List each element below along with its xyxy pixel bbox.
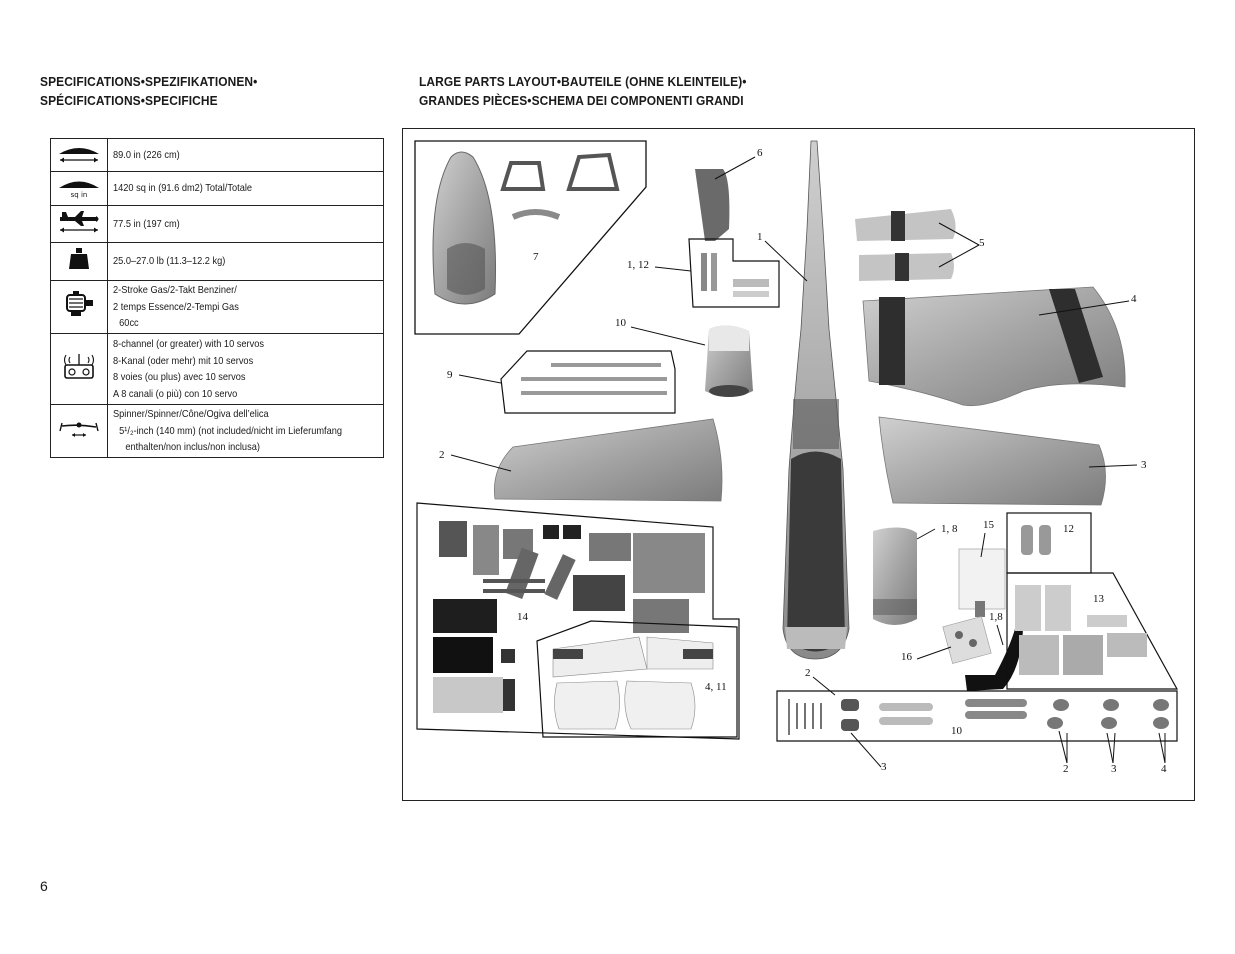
spec-engine-line3: 60cc <box>119 317 139 330</box>
spec-spinner-line1: Spinner/Spinner/Cône/Ogiva dell’elica <box>113 408 269 421</box>
spec-row-spinner: Spinner/Spinner/Cône/Ogiva dell’elica 5¹… <box>50 404 384 458</box>
parts-heading-line2: GRANDES PIÈCES•SCHEMA DEI COMPONENTI GRA… <box>419 93 744 108</box>
spec-row-weight: 25.0–27.0 lb (11.3–12.2 kg) <box>50 242 384 281</box>
stabilizer-part <box>862 286 1126 407</box>
left-wing-part <box>494 418 723 502</box>
callout-label-1-12: 1, 12 <box>627 259 649 271</box>
wing-fairings-group <box>536 620 738 738</box>
spec-row-engine: 2-Stroke Gas/2-Takt Benziner/ 2 temps Es… <box>50 280 384 334</box>
callout-label-13: 13 <box>1093 593 1104 605</box>
spec-spinner-line2: 5¹/₂-inch (140 mm) (not included/nicht i… <box>119 424 343 437</box>
length-icon <box>50 205 108 243</box>
callout-label-5: 5 <box>979 237 985 249</box>
specifications-heading: SPECIFICATIONS•SPEZIFIKATIONEN• SPÉCIFIC… <box>40 72 257 110</box>
spec-row-wing-area: sq in 1420 sq in (91.6 dm2) Total/Totale <box>50 171 384 206</box>
hardware-kit-14-group <box>416 502 740 740</box>
wing-area-icon-text: sq in <box>71 191 88 199</box>
spec-radio-line3: 8 voies (ou plus) avec 10 servos <box>113 371 246 383</box>
spec-weight-text: 25.0–27.0 lb (11.3–12.2 kg) <box>113 255 226 268</box>
wingspan-icon <box>50 138 108 172</box>
spec-engine-line1: 2-Stroke Gas/2-Takt Benziner/ <box>113 284 237 297</box>
elevators-part-group <box>855 209 956 281</box>
fuselage-part <box>782 140 850 660</box>
specifications-heading-line2: SPÉCIFICATIONS•SPECIFICHE <box>40 93 218 108</box>
right-wing-part <box>878 416 1106 506</box>
parts-box-13 <box>1006 572 1179 690</box>
specifications-heading-line1: SPECIFICATIONS•SPEZIFIKATIONEN• <box>40 74 258 89</box>
parts-heading-line1: LARGE PARTS LAYOUT•BAUTEILE (OHNE KLEINT… <box>419 74 747 89</box>
fuel-tank-part <box>958 548 1006 617</box>
wing-tubes-part-group <box>500 350 676 414</box>
callout-label-14: 14 <box>517 611 528 623</box>
callout-label-10-bottom: 10 <box>951 725 962 737</box>
callout-label-4-hw: 4 <box>1161 763 1167 775</box>
callout-label-4-11: 4, 11 <box>705 681 727 693</box>
callout-label-1: 1 <box>757 231 763 243</box>
spec-radio-line2: 8-Kanal (oder mehr) mit 10 servos <box>113 354 254 367</box>
parts-layout-heading: LARGE PARTS LAYOUT•BAUTEILE (OHNE KLEINT… <box>419 72 747 110</box>
callout-label-2-bottom: 2 <box>805 667 811 679</box>
hardware-bag-16 <box>942 616 992 664</box>
page-number: 6 <box>40 878 48 894</box>
callout-label-3: 3 <box>1141 459 1147 471</box>
spec-wingspan-text: 89.0 in (226 cm) <box>113 148 180 161</box>
callout-label-12: 12 <box>1063 523 1074 535</box>
parts-box-12 <box>1006 512 1092 574</box>
spec-row-wingspan: 89.0 in (226 cm) <box>50 138 384 172</box>
cowl-lower-part <box>873 527 917 625</box>
spec-engine-line2: 2 temps Essence/2-Tempi Gas <box>113 300 239 313</box>
cowl-part <box>705 325 753 397</box>
callout-label-1-8-gear: 1,8 <box>989 611 1003 623</box>
spec-wing-area-text: 1420 sq in (91.6 dm2) Total/Totale <box>113 182 253 195</box>
callout-label-6: 6 <box>757 147 763 159</box>
callout-label-9: 9 <box>447 369 453 381</box>
radio-icon <box>50 333 108 405</box>
weight-icon <box>50 242 108 281</box>
specifications-table: 89.0 in (226 cm) sq in 1420 sq in (91.6 … <box>50 138 384 458</box>
callout-label-4: 4 <box>1131 293 1137 305</box>
spec-length-text: 77.5 in (197 cm) <box>113 217 180 230</box>
gear-cover-part <box>965 629 1023 691</box>
bits-part-group <box>688 238 780 308</box>
callout-label-3-hw: 3 <box>1111 763 1117 775</box>
callout-label-2: 2 <box>439 449 445 461</box>
spec-radio-line1: 8-channel (or greater) with 10 servos <box>113 338 265 350</box>
canopy-part-group <box>414 140 647 335</box>
callout-label-15: 15 <box>983 519 994 531</box>
callout-label-10: 10 <box>615 317 626 329</box>
callout-label-16: 16 <box>901 651 912 663</box>
spinner-icon <box>50 404 108 458</box>
callout-label-7: 7 <box>533 251 539 263</box>
spec-row-radio: 8-channel (or greater) with 10 servos 8-… <box>50 333 384 405</box>
rudder-part <box>695 169 730 241</box>
engine-icon <box>50 280 108 334</box>
spec-row-length: 77.5 in (197 cm) <box>50 205 384 243</box>
callout-label-2-hw: 2 <box>1063 763 1069 775</box>
callout-label-1-8: 1, 8 <box>941 523 958 535</box>
hardware-kit-bottom <box>776 690 1178 742</box>
wing-area-icon: sq in <box>50 171 108 206</box>
parts-layout-illustration <box>414 140 1179 768</box>
parts-layout-frame: 6 1 1, 12 5 4 10 7 9 2 3 1, 8 15 12 13 1… <box>402 128 1195 801</box>
callout-leader-lines <box>450 156 1166 768</box>
spec-spinner-line3: enthalten/non inclus/non inclusa) <box>125 441 260 454</box>
callout-label-3-bottom: 3 <box>881 761 887 773</box>
spec-radio-line4: A 8 canali (o più) con 10 servo <box>113 387 238 400</box>
